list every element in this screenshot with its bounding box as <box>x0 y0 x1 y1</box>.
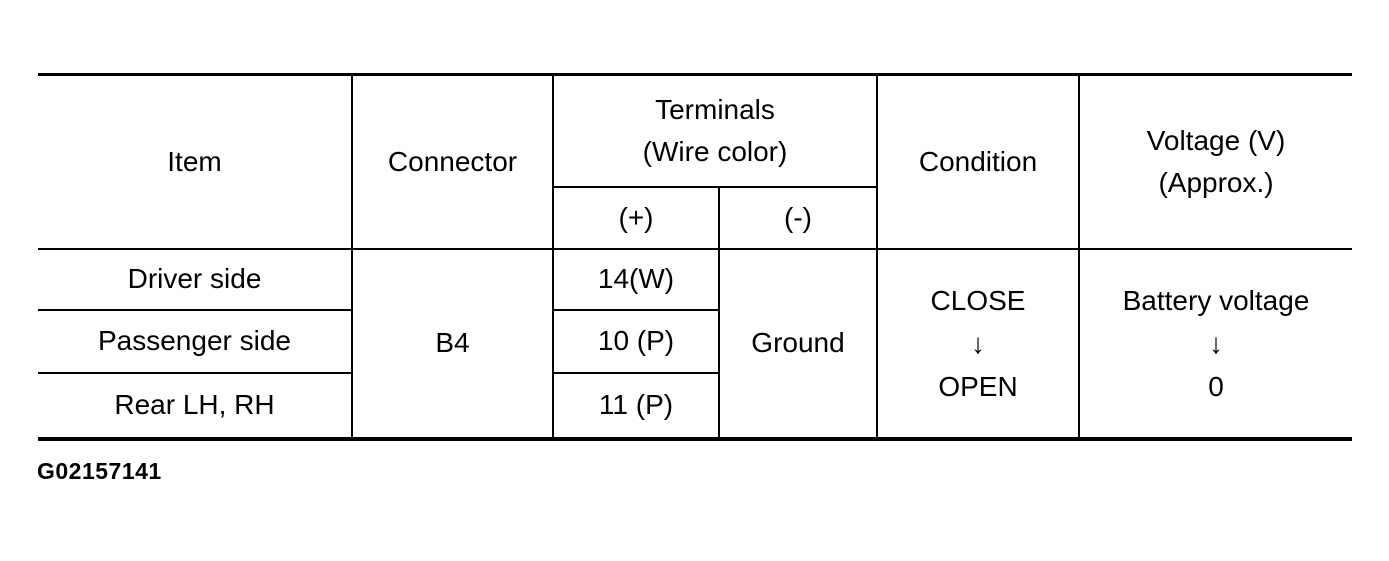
down-arrow-icon: ↓ <box>1209 327 1224 359</box>
table-row: Driver side B4 14(W) Ground CLOSE ↓ OPEN… <box>38 247 1353 440</box>
item-cell-driver-side: Driver side <box>38 247 353 311</box>
col-header-condition: Condition <box>876 73 1081 250</box>
col-header-voltage: Voltage (V) (Approx.) <box>1078 73 1353 250</box>
voltage-label-line1: Voltage (V) <box>1146 124 1286 156</box>
connector-cell: B4 <box>351 247 554 440</box>
col-header-terminal-plus: (+) <box>552 185 720 250</box>
header-row-2: (+) (-) <box>38 185 1352 250</box>
voltage-spec-table: Item Connector Terminals (Wire color) Co… <box>38 73 1353 441</box>
condition-cell: CLOSE ↓ OPEN <box>876 247 1081 440</box>
table-row: Rear LH, RH 11 (P) <box>38 371 1352 440</box>
col-header-terminal-minus: (-) <box>717 185 879 250</box>
col-header-item: Item <box>38 73 353 250</box>
terminals-label-line1: Terminals <box>655 93 775 125</box>
voltage-from: Battery voltage <box>1122 284 1310 316</box>
header-row-1: Item Connector Terminals (Wire color) Co… <box>38 73 1353 250</box>
terminal-plus-cell-passenger-side: 10 (P) <box>552 308 720 374</box>
condition-from: CLOSE <box>930 284 1026 316</box>
col-header-connector: Connector <box>351 73 554 250</box>
voltage-label-line2: (Approx.) <box>1158 166 1274 198</box>
condition-to: OPEN <box>938 370 1018 402</box>
terminal-plus-cell-driver-side: 14(W) <box>552 247 720 311</box>
item-cell-rear-lh-rh: Rear LH, RH <box>38 371 353 440</box>
voltage-cell: Battery voltage ↓ 0 <box>1078 247 1353 440</box>
down-arrow-icon: ↓ <box>971 327 986 359</box>
terminal-minus-cell: Ground <box>717 247 879 440</box>
item-cell-passenger-side: Passenger side <box>38 308 353 374</box>
figure-id: G02157141 <box>37 458 162 484</box>
col-header-terminals: Terminals (Wire color) <box>551 73 879 188</box>
terminal-plus-cell-rear-lh-rh: 11 (P) <box>552 371 720 440</box>
table-row: Passenger side 10 (P) <box>38 308 1352 374</box>
terminals-label-line2: (Wire color) <box>642 135 788 167</box>
voltage-to: 0 <box>1208 370 1224 402</box>
